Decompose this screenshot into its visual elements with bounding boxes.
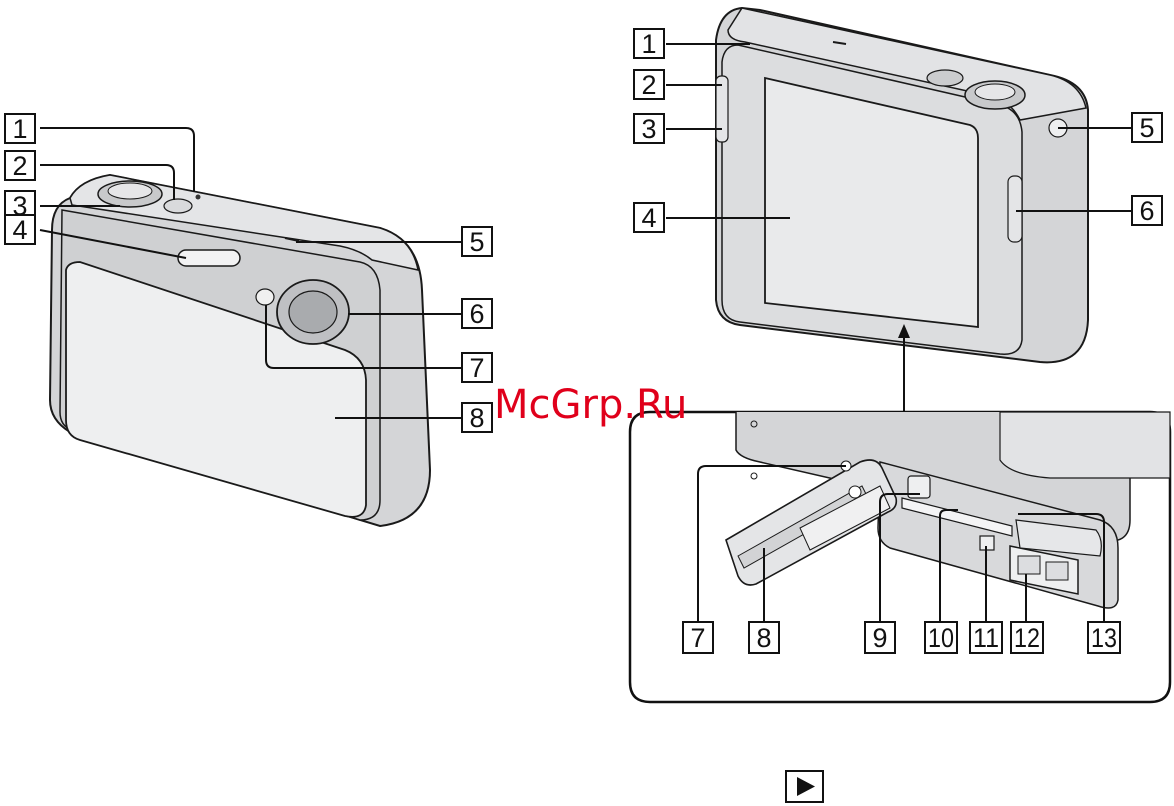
compartment-callout-9: 9 [865, 622, 895, 653]
rear-callout-5: 5 [1132, 113, 1162, 143]
compartment-callout-9-label: 9 [872, 623, 887, 653]
rear-callout-2-label: 2 [641, 70, 656, 100]
front-callout-4: 4 [5, 215, 35, 245]
front-camera-illustration [50, 175, 430, 526]
front-callout-6-label: 6 [469, 299, 484, 329]
rear-callout-4-label: 4 [641, 203, 656, 233]
front-callout-4-label: 4 [12, 215, 27, 245]
rear-callout-6-label: 6 [1139, 196, 1154, 226]
front-callout-6: 6 [462, 299, 492, 329]
front-callout-5: 5 [462, 227, 492, 257]
rear-callout-4: 4 [634, 203, 664, 233]
rear-callout-6: 6 [1132, 196, 1162, 226]
compartment-callout-10-label: 10 [928, 623, 954, 653]
front-callout-1-label: 1 [12, 114, 27, 144]
compartment-callout-10: 10 [925, 622, 957, 653]
compartment-callout-11-label: 11 [973, 623, 999, 653]
rear-callout-1: 1 [634, 29, 664, 59]
compartment-callout-13: 13 [1088, 622, 1120, 653]
front-callout-7: 7 [462, 353, 492, 383]
watermark-text: McGrp.Ru [494, 382, 687, 428]
rear-callout-3: 3 [634, 114, 664, 144]
front-callout-2: 2 [5, 151, 35, 181]
compartment-callout-7: 7 [683, 622, 713, 653]
connector-arrow [898, 324, 910, 412]
compartment-callout-13-label: 13 [1091, 623, 1117, 653]
compartment-inset [630, 412, 1170, 702]
rear-callout-3-label: 3 [641, 114, 656, 144]
front-callout-1: 1 [5, 114, 35, 144]
front-callout-8-label: 8 [469, 403, 484, 433]
front-callout-7-label: 7 [469, 353, 484, 383]
compartment-callout-8: 8 [749, 622, 779, 653]
compartment-callout-12: 12 [1011, 622, 1043, 653]
compartment-callout-12-label: 12 [1014, 623, 1040, 653]
front-callout-8: 8 [462, 403, 492, 433]
compartment-callout-7-label: 7 [690, 623, 705, 653]
rear-camera-illustration [716, 8, 1088, 362]
compartment-callout-8-label: 8 [756, 623, 771, 653]
front-callout-5-label: 5 [469, 227, 484, 257]
rear-callout-2: 2 [634, 70, 664, 100]
rear-callout-5-label: 5 [1139, 113, 1154, 143]
front-callout-2-label: 2 [12, 151, 27, 181]
rear-callout-1-label: 1 [641, 29, 656, 59]
next-page-button[interactable] [786, 771, 823, 802]
compartment-callout-11: 11 [970, 622, 1002, 653]
